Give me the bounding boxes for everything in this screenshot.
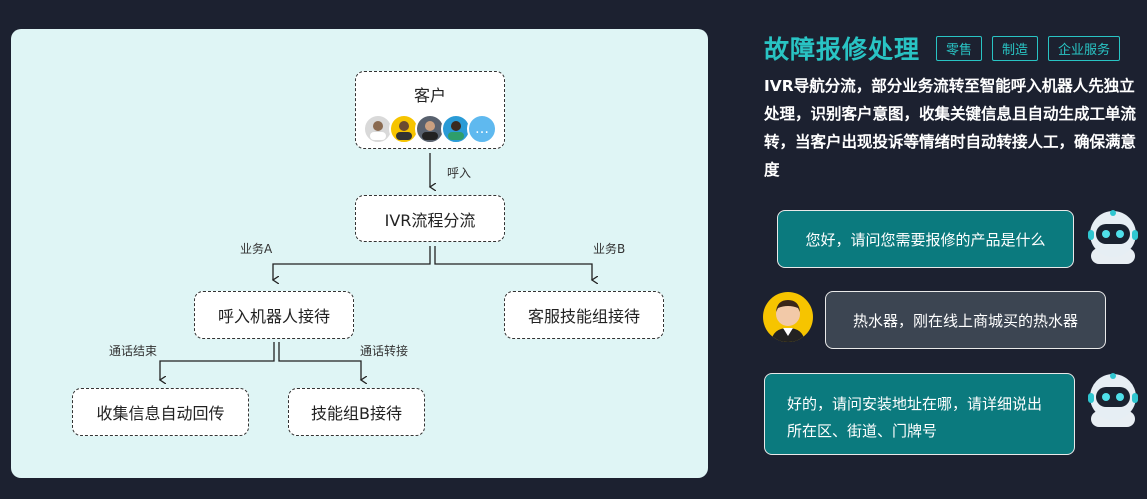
heading-row: 故障报修处理 零售 制造 企业服务 bbox=[764, 30, 1121, 66]
edge-label-inbound: 呼入 bbox=[447, 166, 472, 180]
tag-retail: 零售 bbox=[936, 35, 983, 61]
robot-reception-node: 呼入机器人接待 bbox=[194, 291, 354, 339]
edge-label-business-a: 业务A bbox=[240, 242, 273, 256]
edge-label-call-end: 通话结束 bbox=[109, 344, 158, 358]
customer-label: 客户 bbox=[413, 86, 446, 105]
edge-business-b bbox=[434, 246, 592, 280]
edge-label-call-transfer: 通话转接 bbox=[360, 344, 409, 358]
customer-avatar-4 bbox=[441, 114, 471, 144]
customer-avatars: … bbox=[363, 114, 497, 144]
ivr-node: IVR流程分流 bbox=[355, 195, 505, 242]
tag-manufacturing: 制造 bbox=[992, 35, 1039, 61]
tag-enterprise-service: 企业服务 bbox=[1048, 35, 1121, 61]
bot-message-1: 您好，请问您需要报修的产品是什么 bbox=[777, 210, 1074, 268]
edge-call-end bbox=[160, 342, 275, 380]
skill-group-b-node: 技能组B接待 bbox=[288, 388, 425, 436]
edge-business-a bbox=[273, 246, 431, 280]
robot-icon bbox=[1087, 373, 1139, 429]
robot-icon bbox=[1087, 210, 1139, 266]
edge-label-business-b: 业务B bbox=[593, 242, 626, 256]
user-avatar bbox=[763, 292, 813, 342]
more-avatars-icon: … bbox=[467, 114, 497, 144]
bot-message-2: 好的，请问安装地址在哪，请详细说出所在区、街道、门牌号 bbox=[764, 373, 1075, 455]
diagram-panel: 客户 … 呼入 IVR流程分流 业务A 业务B 呼入机器人接待 客服技能组接待 … bbox=[11, 29, 708, 478]
edge-call-transfer bbox=[278, 342, 361, 380]
customer-avatar-3 bbox=[415, 114, 445, 144]
user-message: 热水器，刚在线上商城买的热水器 bbox=[825, 291, 1106, 349]
customer-avatar-2 bbox=[389, 114, 419, 144]
collect-info-node: 收集信息自动回传 bbox=[72, 388, 249, 436]
page-title: 故障报修处理 bbox=[764, 35, 921, 64]
service-reception-node: 客服技能组接待 bbox=[504, 291, 664, 339]
customer-node: 客户 … bbox=[355, 71, 505, 149]
diagram-connectors bbox=[11, 153, 708, 478]
description: IVR导航分流，部分业务流转至智能呼入机器人先独立处理，识别客户意图，收集关键信… bbox=[764, 77, 1137, 179]
